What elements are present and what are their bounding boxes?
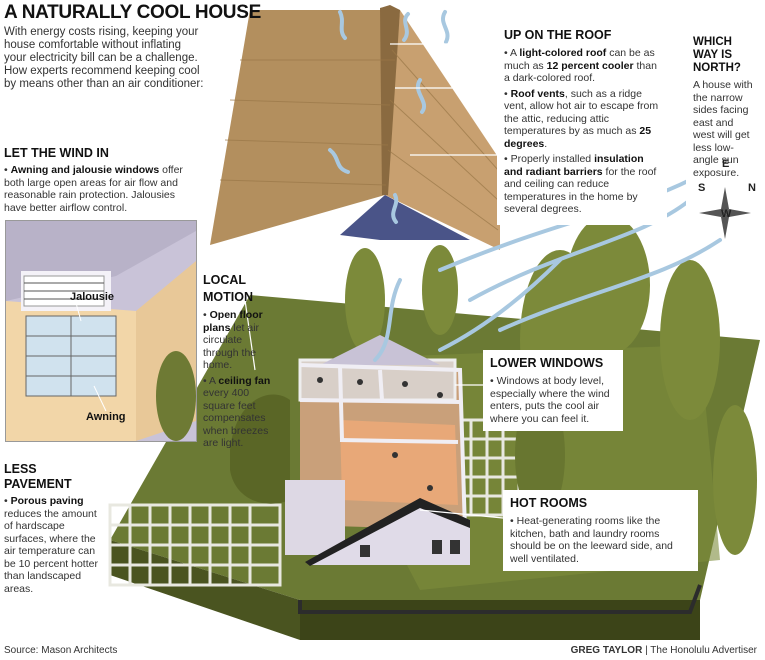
hot-text: • Heat-generating rooms like the kitchen… [510,515,673,565]
local-title: LOCAL MOTION [203,273,253,304]
yard-edge-front [300,600,700,640]
section-lower: LOWER WINDOWS • Windows at body level, e… [483,350,623,431]
compass-s: S [698,182,706,194]
compass-n: N [748,182,756,194]
label-awning: Awning [86,411,126,423]
house-floor-bright [340,420,458,505]
wind-bullet: • Awning and jalousie windows offer both… [4,164,183,214]
hot-title: HOT ROOMS [510,496,588,510]
north-title: WHICH WAY IS NORTH? [693,36,741,74]
section-pavement: LESS PAVEMENT • Porous paving reduces th… [4,462,99,595]
roof-title: UP ON THE ROOF [504,28,612,42]
porous-paving-left [108,503,282,587]
house-front-gable [310,500,470,565]
perimeter-wall [298,584,702,614]
house-front-roofline [305,498,470,566]
pavement-bullet: • Porous paving reduces the amount of ha… [4,495,98,595]
section-north: WHICH WAY IS NORTH? A house with the nar… [686,30,762,239]
ceiling-fans [317,377,443,491]
roof-left-slope [210,10,400,245]
leader-lines [244,43,504,519]
roof [210,5,500,250]
interior-walls [299,363,467,531]
house [285,335,470,566]
pavement-title: LESS PAVEMENT [4,462,72,491]
local-bullet-2: • A ceiling fan every 400 square feet co… [203,374,271,450]
compass-icon [699,187,751,239]
window-inset-drawing [6,221,196,441]
wind-title: LET THE WIND IN [4,146,109,160]
byline: GREG TAYLOR | The Honolulu Advertiser [570,645,757,656]
source-credit: Source: Mason Architects [4,645,118,656]
page-title: A NATURALLY COOL HOUSE [4,2,261,23]
section-hot: HOT ROOMS • Heat-generating rooms like t… [503,490,698,571]
window-inset: Jalousie Awning [5,220,197,442]
local-bullet-1: • Open floor plans let air circulate thr… [203,309,263,371]
label-jalousie: Jalousie [70,291,115,303]
section-wind: LET THE WIND IN • Awning and jalousie wi… [4,146,199,214]
lower-title: LOWER WINDOWS [490,356,604,370]
roof-right-slope [385,10,500,250]
house-gable-back [320,335,440,365]
roof-underside [340,195,470,240]
trees [345,215,757,555]
compass-e: E [722,158,730,170]
compass-w: W [721,208,732,220]
lower-text: • Windows at body level, especially wher… [490,375,610,425]
roof-bullet-1: • A light-colored roof can be as much as… [504,47,657,84]
roof-bullet-2: • Roof vents, such as a ridge vent, allo… [504,87,659,150]
north-text: A house with the narrow sides facing eas… [693,79,753,179]
hedge [230,394,290,504]
section-local: LOCAL MOTION • Open floor plans let air … [197,270,279,455]
roof-bullet-3: • Properly installed insulation and radi… [504,153,657,215]
intro-text: With energy costs rising, keeping your h… [4,26,204,90]
section-roof: UP ON THE ROOF • A light-colored roof ca… [497,22,667,225]
house-front-wall [285,480,345,555]
